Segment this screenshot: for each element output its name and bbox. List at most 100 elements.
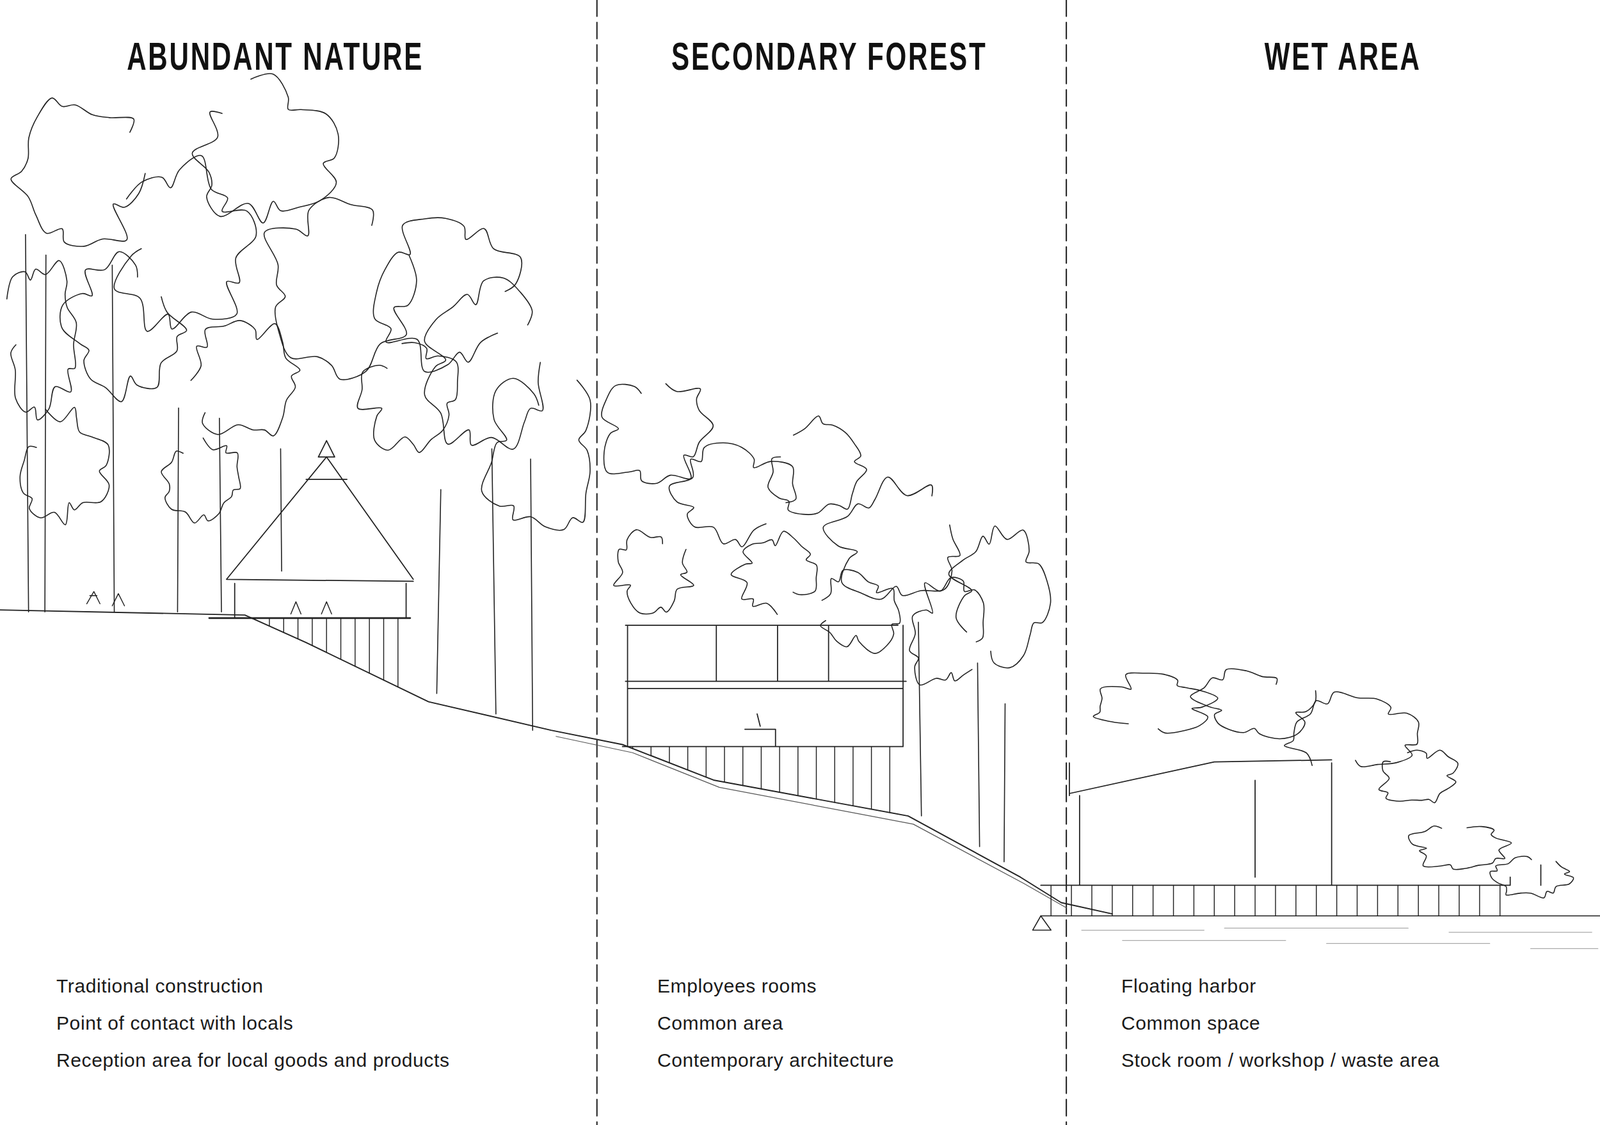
tree-crown: [909, 577, 985, 685]
pillar: [1336, 885, 1337, 916]
zone-band: SECONDARY FOREST Employees roomsCommon ar…: [597, 0, 1067, 1125]
tree-crown: [730, 531, 818, 615]
tree-crown: [823, 476, 960, 600]
pillar: [254, 618, 256, 620]
tree-crown: [60, 251, 187, 402]
floating-harbor: [1040, 759, 1541, 886]
pillar: [397, 618, 399, 688]
tree-crown: [613, 529, 694, 615]
zone-heading: ABUNDANT NATURE: [126, 30, 424, 82]
hut-platform: [209, 617, 411, 620]
program-item: Floating harbor: [1121, 967, 1440, 1005]
tree-crown: [768, 416, 867, 515]
pillar: [650, 746, 652, 756]
tree-crown: [19, 407, 110, 525]
program-item: Reception area for local goods and produ…: [56, 1041, 450, 1080]
program-item: Common area: [657, 1004, 895, 1042]
program-item: Common space: [1121, 1004, 1440, 1042]
tree-crown: [1284, 691, 1419, 767]
pillar: [1152, 885, 1154, 916]
tree-crown: [373, 217, 522, 373]
tree-crown: [190, 320, 300, 436]
tree-crown: [601, 384, 713, 484]
pillar: [1193, 885, 1195, 916]
water-hatching: [1081, 928, 1599, 949]
pillar: [1173, 885, 1174, 916]
human-figures: [87, 591, 333, 614]
pillar: [833, 746, 835, 803]
pillar: [1315, 885, 1317, 916]
tree-crown: [357, 342, 459, 453]
tree-crown: [1190, 668, 1316, 740]
contemporary-building: [622, 625, 907, 747]
tree-crown: [7, 260, 77, 420]
pillar: [283, 618, 285, 633]
water-line: [1040, 915, 1600, 917]
pillar: [889, 746, 891, 813]
pillar: [1397, 885, 1399, 916]
tree-crown: [113, 155, 256, 332]
pillar: [325, 618, 327, 653]
pillar: [723, 746, 725, 783]
program-item: Point of contact with locals: [56, 1004, 450, 1042]
pillar: [1050, 885, 1052, 916]
pillar: [297, 618, 299, 640]
pillar: [354, 618, 356, 667]
pillar: [687, 746, 688, 770]
pillar: [705, 746, 707, 778]
zone-band: ABUNDANT NATURE Traditional constructionP…: [0, 0, 598, 1125]
pillar: [1274, 885, 1276, 916]
support-symbol: [1032, 915, 1052, 930]
pillar: [1132, 885, 1133, 916]
tree-crown: [264, 197, 417, 381]
pillar: [632, 746, 633, 749]
tree-crowns: [7, 73, 1574, 898]
pillar: [340, 618, 342, 660]
program-item: Traditional construction: [56, 967, 450, 1005]
tree-crown: [192, 73, 339, 224]
program-item: Contemporary architecture: [657, 1041, 895, 1080]
pillars: [255, 618, 1501, 916]
pillar: [311, 618, 313, 646]
pillar: [1091, 885, 1092, 916]
pillar: [1111, 885, 1113, 916]
tree-crown: [1489, 856, 1574, 898]
ground-line: [0, 609, 1113, 914]
tree-crown: [1378, 750, 1458, 803]
pillar: [368, 618, 370, 674]
pillar: [871, 746, 872, 810]
pillar: [1499, 885, 1501, 916]
tree-crown: [820, 569, 901, 654]
zone-divider: [1065, 0, 1067, 1125]
pillar: [1070, 885, 1072, 916]
pillar: [668, 746, 670, 763]
pillar: [742, 746, 744, 786]
pillar: [1458, 885, 1460, 916]
pillar: [760, 746, 762, 790]
pillar: [852, 746, 854, 807]
pillar: [268, 618, 270, 626]
zone-heading: SECONDARY FOREST: [671, 30, 987, 82]
tree-crown: [1408, 826, 1512, 870]
tree-crown: [949, 526, 1051, 669]
pillar: [778, 746, 780, 793]
pillar: [1438, 885, 1439, 916]
pillar: [1479, 885, 1480, 916]
pillar: [1233, 885, 1235, 916]
ground-line: [556, 736, 1067, 909]
pillar: [797, 746, 799, 797]
pillar: [1214, 885, 1215, 916]
pillar: [1295, 885, 1296, 916]
tree-crown: [161, 437, 241, 523]
program-item: Employees rooms: [657, 967, 895, 1005]
tree-crown: [481, 378, 591, 530]
zone-heading: WET AREA: [1264, 30, 1421, 82]
pillar: [1356, 885, 1358, 916]
program-item: Stock room / workshop / waste area: [1121, 1041, 1440, 1080]
pillar: [816, 746, 817, 800]
pillar: [1254, 885, 1256, 916]
traditional-hut: [226, 440, 414, 619]
zone-divider: [596, 0, 598, 1125]
